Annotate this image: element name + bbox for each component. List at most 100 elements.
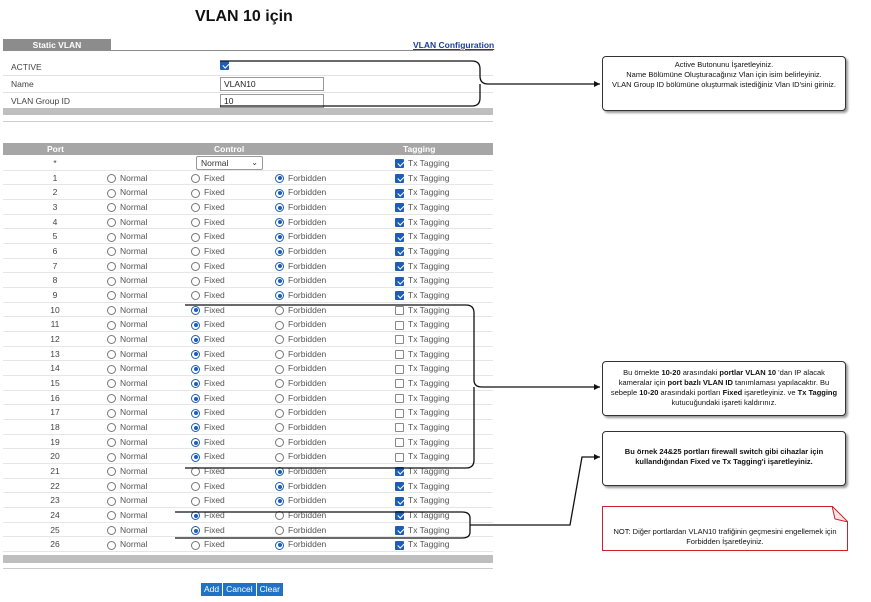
tx-tagging-checkbox[interactable]	[395, 247, 404, 257]
cancel-button[interactable]: Cancel	[223, 583, 256, 596]
normal-radio[interactable]	[107, 467, 116, 477]
forbidden-radio[interactable]	[275, 232, 284, 242]
forbidden-radio[interactable]	[275, 482, 284, 492]
fixed-radio[interactable]	[191, 438, 200, 448]
tx-tagging-checkbox[interactable]	[395, 379, 404, 389]
tx-tagging-checkbox[interactable]	[395, 438, 404, 448]
normal-radio[interactable]	[107, 482, 116, 492]
tx-tagging-checkbox[interactable]	[395, 173, 404, 183]
forbidden-radio[interactable]	[275, 203, 284, 213]
forbidden-radio[interactable]	[275, 364, 284, 374]
normal-radio[interactable]	[107, 173, 116, 183]
normal-radio[interactable]	[107, 335, 116, 345]
normal-radio[interactable]	[107, 364, 116, 374]
tx-tagging-checkbox[interactable]	[395, 511, 404, 521]
fixed-radio[interactable]	[191, 467, 200, 477]
fixed-radio[interactable]	[191, 276, 200, 286]
normal-radio[interactable]	[107, 291, 116, 301]
fixed-radio[interactable]	[191, 247, 200, 257]
forbidden-radio[interactable]	[275, 276, 284, 286]
fixed-radio[interactable]	[191, 526, 200, 536]
tx-tagging-checkbox[interactable]	[395, 364, 404, 374]
fixed-radio[interactable]	[191, 173, 200, 183]
tx-tagging-checkbox[interactable]	[395, 217, 404, 227]
normal-radio[interactable]	[107, 526, 116, 536]
tx-tagging-checkbox[interactable]	[395, 423, 404, 433]
fixed-radio[interactable]	[191, 203, 200, 213]
fixed-radio[interactable]	[191, 291, 200, 301]
forbidden-radio[interactable]	[275, 335, 284, 345]
normal-radio[interactable]	[107, 349, 116, 359]
forbidden-radio[interactable]	[275, 247, 284, 257]
forbidden-radio[interactable]	[275, 452, 284, 462]
normal-radio[interactable]	[107, 320, 116, 330]
group-id-input[interactable]	[220, 94, 324, 108]
normal-radio[interactable]	[107, 247, 116, 257]
tx-tagging-checkbox[interactable]	[395, 305, 404, 315]
vlan-configuration-link[interactable]: VLAN Configuration	[413, 40, 495, 50]
tx-tagging-checkbox[interactable]	[395, 540, 404, 550]
tx-tagging-checkbox[interactable]	[395, 349, 404, 359]
fixed-radio[interactable]	[191, 232, 200, 242]
normal-radio[interactable]	[107, 305, 116, 315]
fixed-radio[interactable]	[191, 188, 200, 198]
tx-tagging-checkbox[interactable]	[395, 467, 404, 477]
clear-button[interactable]: Clear	[256, 583, 283, 596]
tx-tagging-checkbox[interactable]	[395, 320, 404, 330]
normal-radio[interactable]	[107, 423, 116, 433]
forbidden-radio[interactable]	[275, 438, 284, 448]
forbidden-radio[interactable]	[275, 540, 284, 550]
fixed-radio[interactable]	[191, 261, 200, 271]
normal-radio[interactable]	[107, 540, 116, 550]
normal-radio[interactable]	[107, 261, 116, 271]
normal-radio[interactable]	[107, 496, 116, 506]
active-checkbox[interactable]	[220, 61, 229, 71]
control-all-select[interactable]: Normal ⌄	[196, 156, 263, 170]
normal-radio[interactable]	[107, 452, 116, 462]
fixed-radio[interactable]	[191, 364, 200, 374]
fixed-radio[interactable]	[191, 217, 200, 227]
add-button[interactable]: Add	[201, 583, 223, 596]
fixed-radio[interactable]	[191, 496, 200, 506]
forbidden-radio[interactable]	[275, 526, 284, 536]
fixed-radio[interactable]	[191, 511, 200, 521]
normal-radio[interactable]	[107, 379, 116, 389]
tx-tagging-checkbox[interactable]	[395, 394, 404, 403]
forbidden-radio[interactable]	[275, 423, 284, 433]
forbidden-radio[interactable]	[275, 379, 284, 389]
forbidden-radio[interactable]	[275, 188, 284, 198]
fixed-radio[interactable]	[191, 423, 200, 433]
normal-radio[interactable]	[107, 217, 116, 227]
forbidden-radio[interactable]	[275, 305, 284, 315]
normal-radio[interactable]	[107, 188, 116, 198]
normal-radio[interactable]	[107, 408, 116, 418]
forbidden-radio[interactable]	[275, 511, 284, 521]
normal-radio[interactable]	[107, 203, 116, 213]
tx-tagging-checkbox[interactable]	[395, 203, 404, 213]
fixed-radio[interactable]	[191, 320, 200, 330]
tx-tagging-checkbox[interactable]	[395, 482, 404, 492]
normal-radio[interactable]	[107, 232, 116, 242]
tx-tagging-checkbox[interactable]	[395, 291, 404, 301]
tx-tagging-checkbox[interactable]	[395, 526, 404, 536]
normal-radio[interactable]	[107, 276, 116, 286]
fixed-radio[interactable]	[191, 408, 200, 418]
forbidden-radio[interactable]	[275, 320, 284, 330]
fixed-radio[interactable]	[191, 305, 200, 315]
normal-radio[interactable]	[107, 438, 116, 448]
tx-tagging-checkbox[interactable]	[395, 261, 404, 271]
forbidden-radio[interactable]	[275, 408, 284, 418]
tx-tagging-checkbox[interactable]	[395, 408, 404, 418]
fixed-radio[interactable]	[191, 540, 200, 550]
forbidden-radio[interactable]	[275, 496, 284, 506]
forbidden-radio[interactable]	[275, 173, 284, 183]
normal-radio[interactable]	[107, 511, 116, 521]
forbidden-radio[interactable]	[275, 291, 284, 301]
forbidden-radio[interactable]	[275, 261, 284, 271]
fixed-radio[interactable]	[191, 379, 200, 389]
fixed-radio[interactable]	[191, 452, 200, 462]
normal-radio[interactable]	[107, 394, 116, 403]
fixed-radio[interactable]	[191, 482, 200, 492]
tx-tagging-all-checkbox[interactable]	[395, 159, 404, 169]
tx-tagging-checkbox[interactable]	[395, 232, 404, 242]
